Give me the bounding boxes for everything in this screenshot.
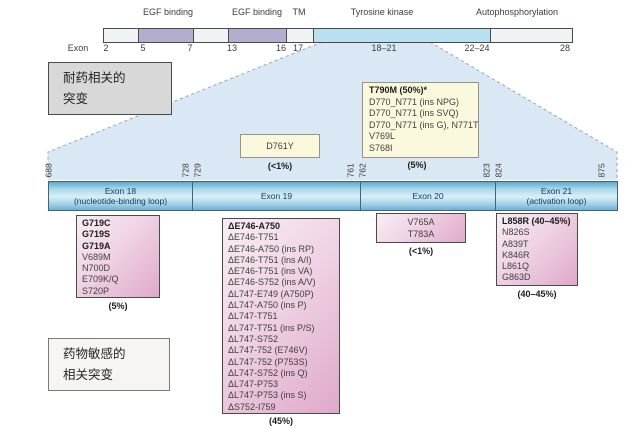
exon-tick-28: 28 — [559, 43, 570, 53]
residue-875: 875 — [596, 163, 607, 178]
funnel-right-dashed-line — [429, 41, 618, 180]
exon-tick-7: 7 — [187, 43, 193, 53]
resistance-label-line2: 突变 — [63, 92, 89, 106]
domain-label-egf-binding-1: EGF binding — [142, 7, 194, 17]
mutation-entry: ΔE746-T751 (ins VA) — [228, 266, 313, 277]
d761y-mutation-box: D761Y — [240, 134, 320, 158]
mutation-entry: D761Y — [266, 141, 294, 151]
mutation-entry: L861Q — [502, 261, 530, 272]
mutation-entry: ΔE746-A750 — [228, 221, 281, 231]
mutation-entry: D770_N771 (ins G), N771T — [369, 119, 479, 130]
exon20-mutation-box: V765A T783A — [376, 213, 466, 243]
residue-824: 824 — [493, 163, 504, 178]
resistance-mutations-label-box: 耐药相关的 突变 — [48, 62, 172, 115]
mutation-entry: G863D — [502, 272, 531, 283]
mutation-entry: A839T — [502, 238, 529, 249]
tyrosine-kinase-segment — [313, 29, 491, 42]
exon18-frequency: (5%) — [108, 301, 128, 311]
mutation-entry: G719A — [82, 240, 111, 251]
d761y-frequency: (<1%) — [267, 161, 293, 171]
strip-cell-exon20: Exon 20 — [360, 182, 495, 210]
mutation-entry: ΔL747-E749 (A750P) — [228, 288, 314, 299]
mutation-entry: ΔE746-S752 (ins A/V) — [228, 277, 316, 288]
exon-tick-17: 17 — [292, 43, 303, 53]
mutation-entry: D770_N771 (ins SVQ) — [369, 108, 459, 119]
strip-cell-title: Exon 19 — [260, 191, 293, 201]
strip-cell-title: Exon 20 — [412, 191, 444, 201]
zoomed-exon-strip: Exon 18 (nucleotide-binding loop) Exon 1… — [48, 181, 618, 211]
domain-label-egf-binding-2: EGF binding — [231, 7, 283, 17]
t790m-mutation-box: T790M (50%)*D770_N771 (ins NPG)D770_N771… — [362, 82, 479, 158]
mutation-entry: ΔL747-P753 — [228, 379, 279, 390]
mutation-entry: D770_N771 (ins NPG) — [369, 96, 460, 107]
exon19-frequency: (45%) — [268, 416, 293, 426]
egf-binding-segment-2 — [228, 29, 287, 42]
exon-tick-5: 5 — [140, 43, 146, 53]
residue-729: 729 — [192, 163, 203, 178]
mutation-entry: K846R — [502, 249, 530, 260]
mutation-entry: G719C — [82, 218, 111, 228]
domain-label-autophosphorylation: Autophosphorylation — [475, 7, 559, 17]
exon20-resistance-frequency: (5%) — [407, 160, 427, 170]
strip-cell-exon18: Exon 18 (nucleotide-binding loop) — [49, 182, 192, 210]
mutation-entry: ΔS752-I759 — [228, 401, 276, 412]
mutation-entry: ΔL747-S752 — [228, 333, 279, 344]
mutation-entry: ΔL747-T751 — [228, 311, 278, 322]
mutation-entry: T783A — [407, 229, 435, 239]
residue-823: 823 — [481, 163, 492, 178]
sensitive-mutations-label-box: 药物敏感的 相关突变 — [48, 338, 170, 391]
mutation-entry: V769L — [369, 131, 396, 142]
residue-688: 688 — [43, 163, 54, 178]
mutation-entry: ΔL747-752 (E746V) — [228, 345, 308, 356]
domain-label-tyrosine-kinase: Tyrosine kinase — [350, 7, 414, 17]
residue-761: 761 — [345, 163, 356, 178]
strip-cell-subtitle: (activation loop) — [526, 196, 587, 206]
mutation-entry: S720P — [82, 285, 110, 296]
mutation-entry: ΔL747-S752 (ins Q) — [228, 367, 308, 378]
exon-tick-18-21: 18–21 — [371, 43, 397, 53]
exon-row-label: Exon — [67, 43, 89, 53]
mutation-entry: ΔE746-T751 — [228, 232, 279, 243]
gene-bar — [103, 28, 573, 43]
strip-cell-title: Exon 18 — [104, 186, 137, 196]
mutation-entry: L858R (40–45%) — [502, 216, 571, 226]
mutation-entry: ΔE746-T751 (ins A/I) — [228, 254, 312, 265]
mutation-entry: ΔL747-A750 (ins P) — [228, 300, 307, 311]
strip-cell-exon21: Exon 21 (activation loop) — [495, 182, 617, 210]
funnel-left-dashed-line — [47, 41, 323, 180]
sensitive-label-line1: 药物敏感的 — [63, 347, 126, 361]
mutation-entry: S768I — [369, 142, 393, 153]
mutation-entry: N700D — [82, 263, 111, 274]
sensitive-label-line2: 相关突变 — [63, 368, 114, 382]
mutation-entry: ΔL747-752 (P753S) — [228, 356, 308, 367]
domain-label-tm: TM — [292, 7, 306, 17]
exon-tick-13: 13 — [226, 43, 237, 53]
mutation-entry: ΔL747-T751 (ins P/S) — [228, 322, 315, 333]
mutation-entry: E709K/Q — [82, 274, 119, 285]
mutation-entry: T790M (50%)* — [369, 85, 428, 95]
egf-binding-segment-1 — [138, 29, 194, 42]
mutation-entry: G719S — [82, 229, 111, 240]
strip-cell-title: Exon 21 — [540, 186, 573, 196]
mutation-entry: ΔE746-A750 (ins RP) — [228, 243, 315, 254]
mutation-entry: V765A — [407, 217, 435, 227]
strip-cell-subtitle: (nucleotide-binding loop) — [73, 196, 168, 206]
strip-cell-exon19: Exon 19 — [192, 182, 360, 210]
exon-tick-16: 16 — [275, 43, 286, 53]
exon-tick-22-24: 22–24 — [464, 43, 490, 53]
residue-728: 728 — [180, 163, 191, 178]
mutation-entry: ΔL747-P753 (ins S) — [228, 390, 307, 401]
resistance-label-line1: 耐药相关的 — [63, 71, 126, 85]
exon-tick-2: 2 — [103, 43, 109, 53]
mutation-entry: V689M — [82, 251, 111, 262]
exon20-frequency: (<1%) — [408, 246, 434, 256]
exon21-frequency: (40–45%) — [517, 289, 557, 299]
mutation-entry: N826S — [502, 227, 530, 238]
